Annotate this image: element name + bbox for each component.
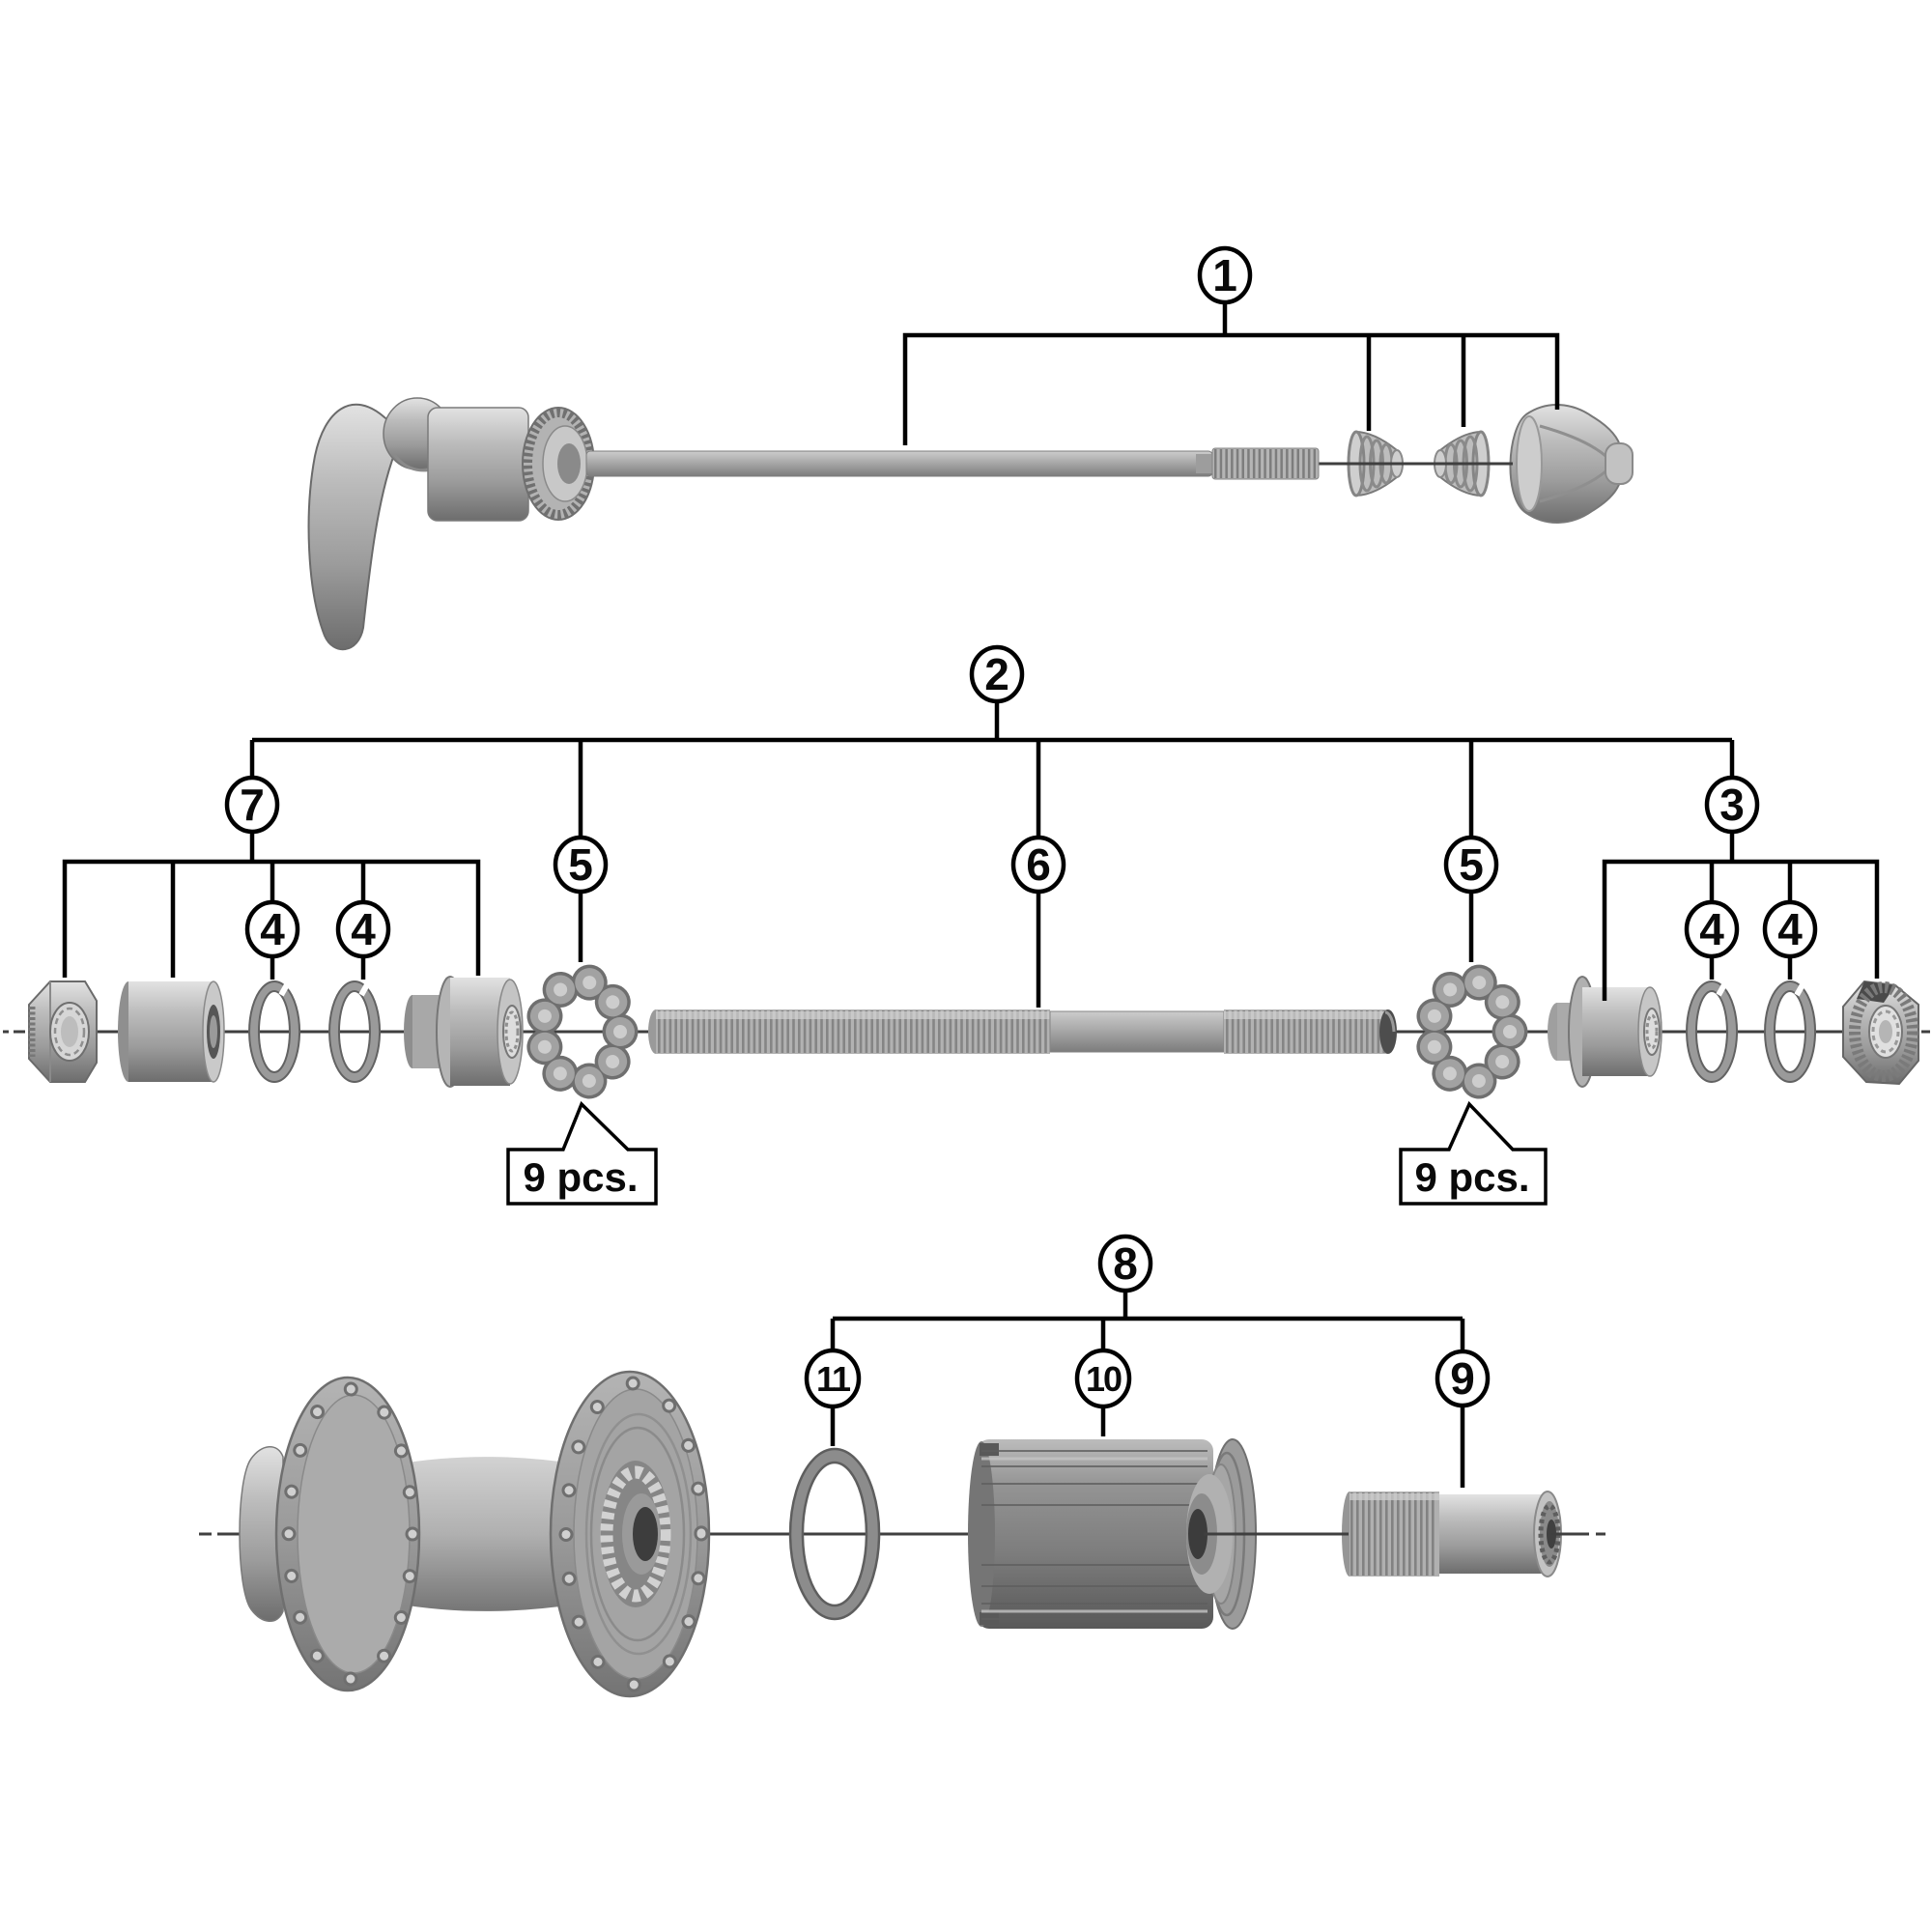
callout-4b-label: 4 <box>351 904 376 954</box>
callout-2-label: 2 <box>984 649 1009 699</box>
ball-count-left: 9 pcs. <box>506 1100 658 1206</box>
right-washer-1 <box>1686 980 1739 1083</box>
callout-11: 11 <box>804 1348 862 1409</box>
right-cone <box>1548 976 1662 1088</box>
ball-retainer-right <box>1414 963 1528 1100</box>
callout-4c-label: 4 <box>1699 904 1724 954</box>
hub-axle-assembly <box>28 963 1919 1100</box>
left-cone <box>404 976 524 1088</box>
left-washer-2 <box>328 980 382 1083</box>
callout-6: 6 <box>1010 835 1066 895</box>
callout-4d: 4 <box>1762 899 1818 959</box>
freehub-splines <box>981 1450 1208 1620</box>
callout-3-label: 3 <box>1719 780 1745 830</box>
callout-2: 2 <box>969 644 1025 704</box>
hub-barrel <box>394 1457 560 1611</box>
right-serrated-locknut <box>1842 980 1919 1086</box>
callout-10-label: 10 <box>1086 1359 1122 1399</box>
hub-left-flange <box>274 1376 421 1692</box>
callout-9: 9 <box>1435 1349 1491 1408</box>
ball-count-right: 9 pcs. <box>1399 1100 1548 1206</box>
callout-lines <box>62 302 1880 1488</box>
ball-count-left-label: 9 pcs. <box>523 1154 638 1200</box>
callout-4a-label: 4 <box>260 904 285 954</box>
callout-6-label: 6 <box>1026 839 1051 890</box>
freehub-body <box>968 1438 1257 1630</box>
ball-count-callouts: 9 pcs. 9 pcs. <box>506 1100 1548 1206</box>
callout-4a: 4 <box>244 899 300 959</box>
hub-ratchet-teeth <box>600 1465 671 1603</box>
callout-4c: 4 <box>1684 899 1740 959</box>
callout-7-label: 7 <box>240 780 265 830</box>
qr-skewer-rod <box>585 447 1320 480</box>
freehub-bore <box>1188 1509 1208 1559</box>
callout-5-right-label: 5 <box>1459 839 1484 890</box>
right-washer-2 <box>1764 980 1817 1083</box>
callout-5-right: 5 <box>1443 835 1499 895</box>
axle-hollow-end <box>1379 1009 1397 1054</box>
left-washer-1 <box>248 980 301 1083</box>
callout-1-label: 1 <box>1212 250 1237 300</box>
callout-10: 10 <box>1074 1348 1132 1409</box>
qr-skewer-assembly <box>307 397 1634 651</box>
left-locknut <box>28 980 98 1083</box>
callout-8-label: 8 <box>1113 1238 1138 1289</box>
qr-adjusting-nut <box>1509 404 1634 524</box>
spoke-holes <box>284 1384 417 1684</box>
callout-4b: 4 <box>335 899 391 959</box>
left-spacer <box>118 980 225 1083</box>
callout-9-label: 9 <box>1450 1353 1475 1404</box>
hub-axle-bore <box>633 1507 658 1561</box>
callout-4d-label: 4 <box>1777 904 1803 954</box>
callout-5-left: 5 <box>553 835 609 895</box>
callout-11-label: 11 <box>816 1359 851 1399</box>
hub-shell <box>239 1370 711 1698</box>
callout-3: 3 <box>1704 775 1760 835</box>
hub-dust-cap <box>239 1446 284 1622</box>
axle <box>648 1009 1397 1054</box>
qr-clamp-nut <box>427 407 595 522</box>
seal-ring <box>788 1447 881 1621</box>
ball-count-right-label: 9 pcs. <box>1414 1154 1529 1200</box>
threaded-spacer <box>1342 1491 1562 1577</box>
callout-bubbles: 1 2 7 3 4 4 4 4 <box>224 245 1818 1409</box>
callout-8: 8 <box>1097 1234 1153 1293</box>
hub-and-freehub-group <box>239 1370 1589 1698</box>
ball-retainer-left <box>525 963 639 1100</box>
callout-1: 1 <box>1197 245 1253 305</box>
spoke-holes <box>561 1378 706 1690</box>
hub-right-flange <box>549 1370 711 1698</box>
callout-7: 7 <box>224 775 280 835</box>
callout-5-left-label: 5 <box>568 839 593 890</box>
